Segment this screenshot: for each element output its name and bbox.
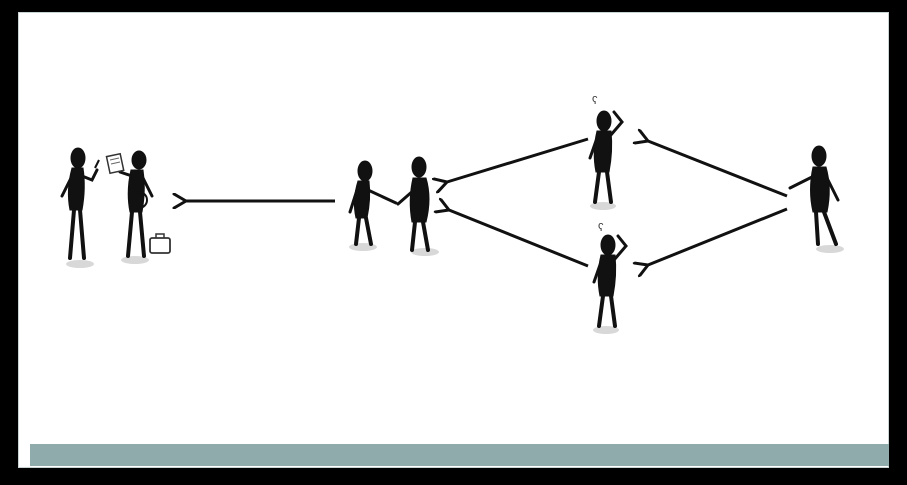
edge-prospect-top-to-handshake (447, 137, 589, 182)
slide-footer-bar (30, 444, 889, 466)
svg-text:ʕ: ʕ (592, 95, 598, 107)
handshake-figures-icon (348, 156, 439, 256)
edge-prospect-bottom-to-handshake (449, 210, 589, 268)
business-deal-figures-icon (60, 147, 171, 268)
thinking-figure-icon: ʕ (592, 222, 628, 334)
pointing-figure-icon (788, 145, 844, 253)
svg-text:ʕ: ʕ (598, 222, 604, 234)
edge-referrer-to-prospect-bottom (648, 207, 788, 265)
thinking-figure-icon: ʕ (588, 95, 624, 210)
edge-referrer-to-prospect-top (648, 141, 788, 198)
